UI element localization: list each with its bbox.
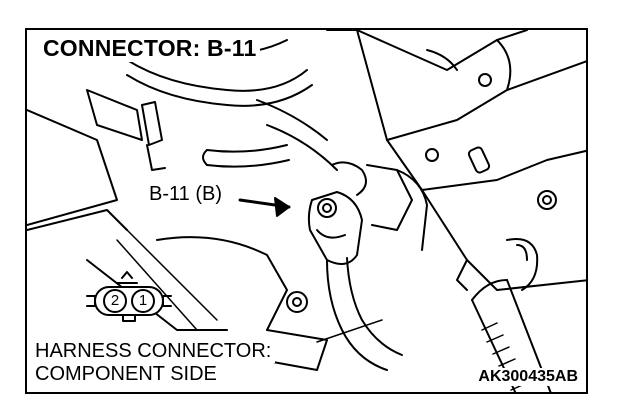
footer-line-2: COMPONENT SIDE bbox=[35, 363, 221, 386]
leader-line bbox=[316, 319, 383, 343]
connector-title: CONNECTOR: B-11 bbox=[41, 35, 261, 62]
wire-harness bbox=[326, 259, 388, 371]
panel-hole bbox=[478, 73, 492, 87]
hose-upper bbox=[126, 59, 308, 92]
connector-body bbox=[307, 191, 363, 265]
pin-label-2: 2 bbox=[110, 292, 120, 309]
connector-face-icon bbox=[86, 271, 172, 322]
footer-line-1: HARNESS CONNECTOR: bbox=[35, 340, 276, 363]
callout-label: B-11 (B) bbox=[147, 183, 224, 206]
figure-code: AK300435AB bbox=[474, 368, 578, 386]
pin-label-1: 1 bbox=[138, 292, 148, 309]
diagram-frame: CONNECTOR: B-11 B-11 (B) 2 1 HARNESS CON… bbox=[25, 28, 588, 394]
